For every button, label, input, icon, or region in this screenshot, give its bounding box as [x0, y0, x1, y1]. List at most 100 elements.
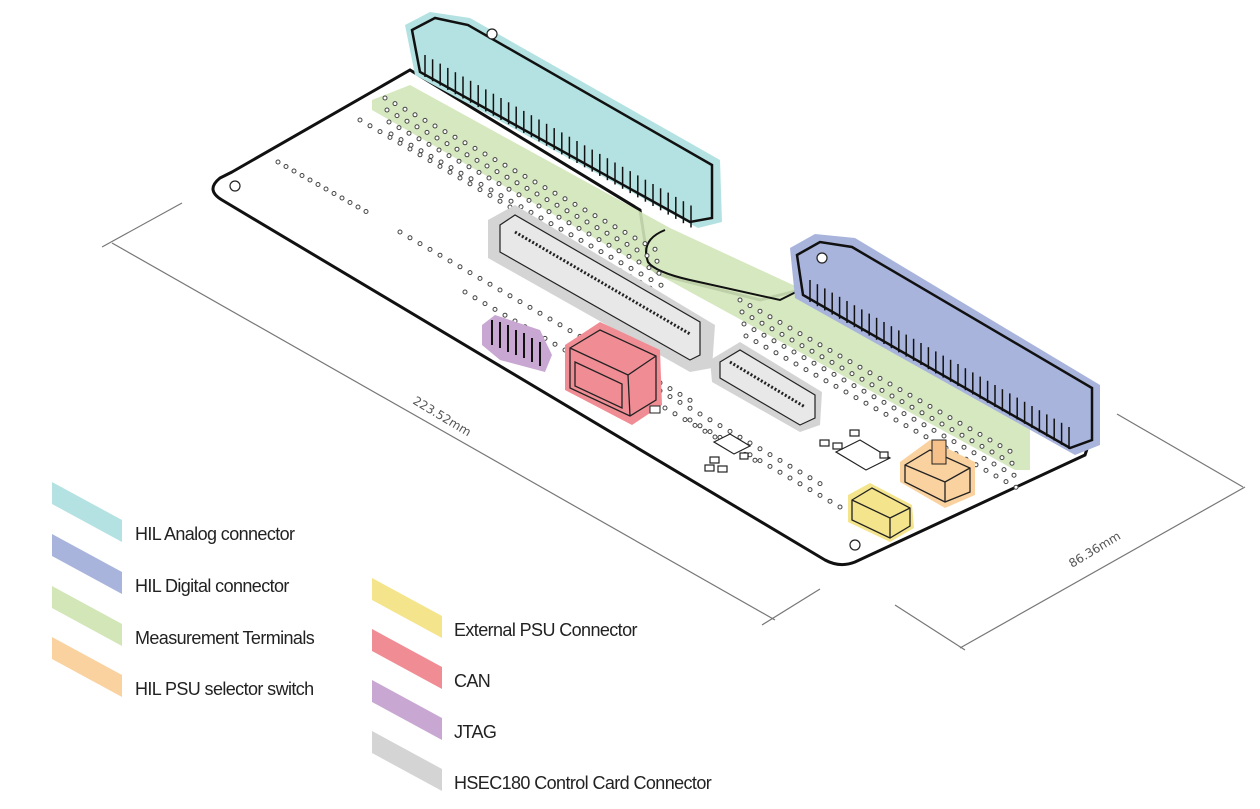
- pcb-hole: [544, 197, 550, 203]
- pcb-hole: [598, 249, 604, 255]
- pcb-hole: [737, 297, 743, 303]
- pcb-hole: [547, 316, 553, 322]
- pcb-hole: [624, 241, 630, 247]
- pcb-hole: [817, 492, 823, 498]
- pcb-hole: [472, 295, 478, 301]
- pcb-hole: [929, 415, 935, 421]
- pcb-hole: [516, 192, 522, 198]
- pcb-hole: [783, 355, 789, 361]
- pcb-hole: [682, 417, 688, 423]
- pcb-hole: [757, 446, 763, 452]
- pcb-hole: [757, 308, 763, 314]
- pcb-hole: [927, 403, 933, 409]
- pcb-hole: [406, 130, 412, 136]
- pcb-hole: [667, 386, 673, 392]
- pcb-hole: [394, 113, 400, 119]
- pcb-hole: [897, 387, 903, 393]
- pcb-hole: [437, 252, 443, 258]
- pcb-hole: [387, 134, 393, 140]
- pcb-hole: [492, 157, 498, 163]
- pcb-hole: [947, 415, 953, 421]
- pcb-hole: [771, 338, 777, 344]
- pcb-hole: [534, 191, 540, 197]
- pcb-hole: [546, 209, 552, 215]
- pcb-hole: [448, 165, 454, 171]
- pcb-hole: [626, 253, 632, 259]
- pcb-hole: [917, 398, 923, 404]
- can-connector: [565, 322, 662, 425]
- pcb-hole: [291, 168, 297, 174]
- pcb-hole: [811, 360, 817, 366]
- pcb-hole: [468, 176, 474, 182]
- pcb-hole: [476, 169, 482, 175]
- pcb-hole: [363, 209, 369, 214]
- pcb-hole: [528, 209, 534, 215]
- pcb-hole: [574, 213, 580, 219]
- hsec180-connector: [488, 205, 822, 432]
- pcb-hole: [877, 375, 883, 381]
- pcb-hole: [548, 221, 554, 227]
- pcb-hole: [656, 270, 662, 276]
- pcb-hole: [827, 498, 833, 504]
- pcb-hole: [323, 186, 329, 192]
- pcb-hole: [773, 350, 779, 356]
- pcb-hole: [753, 339, 759, 345]
- dim-width-line-diag: [959, 486, 1246, 649]
- pcb-hole: [831, 371, 837, 377]
- pcb-hole: [642, 241, 648, 247]
- pcb-hole: [608, 254, 614, 260]
- pcb-hole: [807, 336, 813, 342]
- pcb-hole: [497, 198, 503, 204]
- pcb-hole: [941, 433, 947, 439]
- pcb-hole: [494, 169, 500, 175]
- pcb-hole: [957, 420, 963, 426]
- pcb-hole: [484, 163, 490, 169]
- dim-length-tick-right: [761, 588, 821, 626]
- pcb-hole: [752, 457, 758, 463]
- pcb-hole: [622, 229, 628, 235]
- pcb-hole: [606, 242, 612, 248]
- pcb-hole: [817, 481, 823, 487]
- pcb-hole: [602, 218, 608, 224]
- pcb-hole: [604, 230, 610, 236]
- pcb-hole: [492, 306, 498, 312]
- pcb-hole: [879, 387, 885, 393]
- pcb-hole: [823, 378, 829, 384]
- pcb-hole: [893, 417, 899, 423]
- pcb-hole: [438, 159, 444, 165]
- pcb-hole: [644, 253, 650, 259]
- pcb-hole: [436, 147, 442, 153]
- pcb-hole: [707, 429, 713, 435]
- pcb-hole: [981, 455, 987, 461]
- pcb-hole: [901, 411, 907, 417]
- pcb-hole: [913, 428, 919, 434]
- pcb-hole: [654, 258, 660, 264]
- pcb-hole: [458, 170, 464, 176]
- pcb-hole: [567, 328, 573, 334]
- pcb-hole: [687, 417, 693, 423]
- pcb-hole: [478, 181, 484, 187]
- pcb-hole: [777, 319, 783, 325]
- legend-label-measurement: Measurement Terminals: [135, 628, 315, 648]
- pcb-hole: [857, 364, 863, 370]
- pcb-hole: [987, 437, 993, 443]
- dim-width-line: [894, 604, 966, 651]
- legend-label-hil-digital: HIL Digital connector: [135, 576, 289, 596]
- pcb-hole: [847, 359, 853, 365]
- pcb-hole: [807, 475, 813, 481]
- pcb-hole: [466, 164, 472, 170]
- pcb-hole: [437, 163, 443, 169]
- pcb-hole: [427, 158, 433, 164]
- pcb-hole: [853, 395, 859, 401]
- dim-width-label: 86.36mm: [1066, 529, 1123, 571]
- pcb-hole: [1009, 460, 1015, 466]
- trace-line: [645, 229, 801, 302]
- pcb-hole: [781, 343, 787, 349]
- pcb-hole: [482, 301, 488, 307]
- hil-digital-connector: [790, 234, 1100, 455]
- pcb-hole: [787, 475, 793, 481]
- pcb-hole: [677, 399, 683, 405]
- pcb-hole: [357, 117, 363, 123]
- pcb-hole: [861, 388, 867, 394]
